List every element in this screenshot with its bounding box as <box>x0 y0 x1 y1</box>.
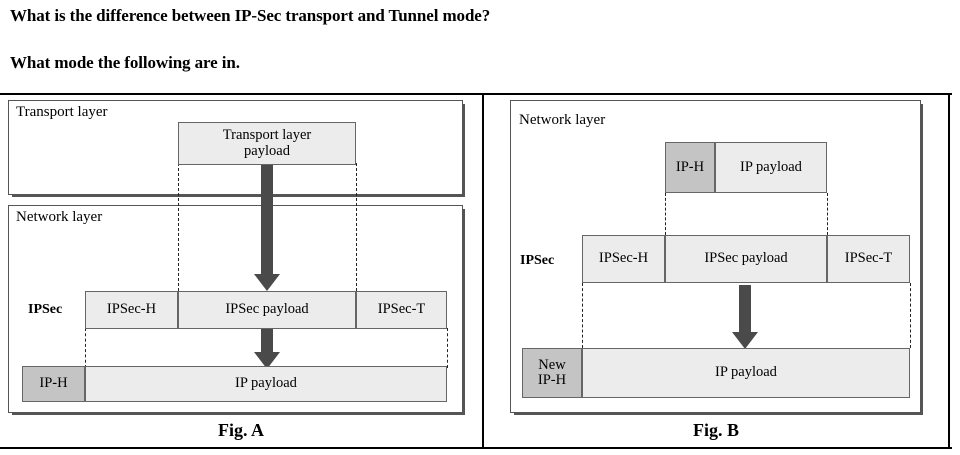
figure-table <box>0 93 952 449</box>
fig-b-network-layer-title: Network layer <box>519 112 606 128</box>
fig-b-new-ip-header-cell: New IP-H <box>522 348 582 398</box>
table-right-border <box>948 93 950 449</box>
fig-b-dashline-left-upper <box>665 193 666 235</box>
fig-a-arrow-encapsulate-2 <box>254 329 280 369</box>
question-line-2: What mode the following are in. <box>10 53 240 72</box>
fig-b-caption: Fig. B <box>692 420 739 440</box>
fig-b-dashline-right-upper <box>827 193 828 235</box>
fig-a-caption: Fig. A <box>217 420 264 440</box>
fig-b-ip-header-cell: IP-H <box>665 142 715 193</box>
question-line-1: What is the difference between IP-Sec tr… <box>10 6 491 25</box>
fig-a-dashline-right-lower <box>447 328 448 368</box>
fig-b-new-ip-payload-cell: IP payload <box>582 348 910 398</box>
fig-a-ipsec-payload-cell: IPSec payload <box>178 291 356 329</box>
fig-a-network-layer-title: Network layer <box>16 209 103 225</box>
fig-a-dashline-left-upper <box>178 163 179 291</box>
table-column-divider <box>482 93 484 449</box>
fig-b-ipsec-side-label: IPSec <box>520 253 555 268</box>
fig-a-ipsec-header-cell: IPSec-H <box>85 291 178 329</box>
fig-a-dashline-right-upper <box>356 163 357 291</box>
fig-a-arrow-encapsulate-1 <box>254 165 280 291</box>
fig-a-dashline-left-lower <box>85 328 86 368</box>
fig-a-transport-layer-title: Transport layer <box>16 104 108 120</box>
fig-b-dashline-right-lower <box>910 283 911 348</box>
fig-b-dashline-left-lower <box>582 283 583 348</box>
fig-a-ip-header-cell: IP-H <box>22 366 85 402</box>
fig-b-ipsec-header-cell: IPSec-H <box>582 235 665 283</box>
fig-a-ipsec-trailer-cell: IPSec-T <box>356 291 447 329</box>
fig-b-arrow-encapsulate <box>732 285 758 349</box>
fig-a-ipsec-side-label: IPSec <box>28 302 63 317</box>
fig-a-transport-payload-cell: Transport layer payload <box>178 122 356 165</box>
fig-b-ip-payload-cell: IP payload <box>715 142 827 193</box>
fig-b-ipsec-trailer-cell: IPSec-T <box>827 235 910 283</box>
fig-b-ipsec-payload-cell: IPSec payload <box>665 235 827 283</box>
fig-a-ip-payload-cell: IP payload <box>85 366 447 402</box>
